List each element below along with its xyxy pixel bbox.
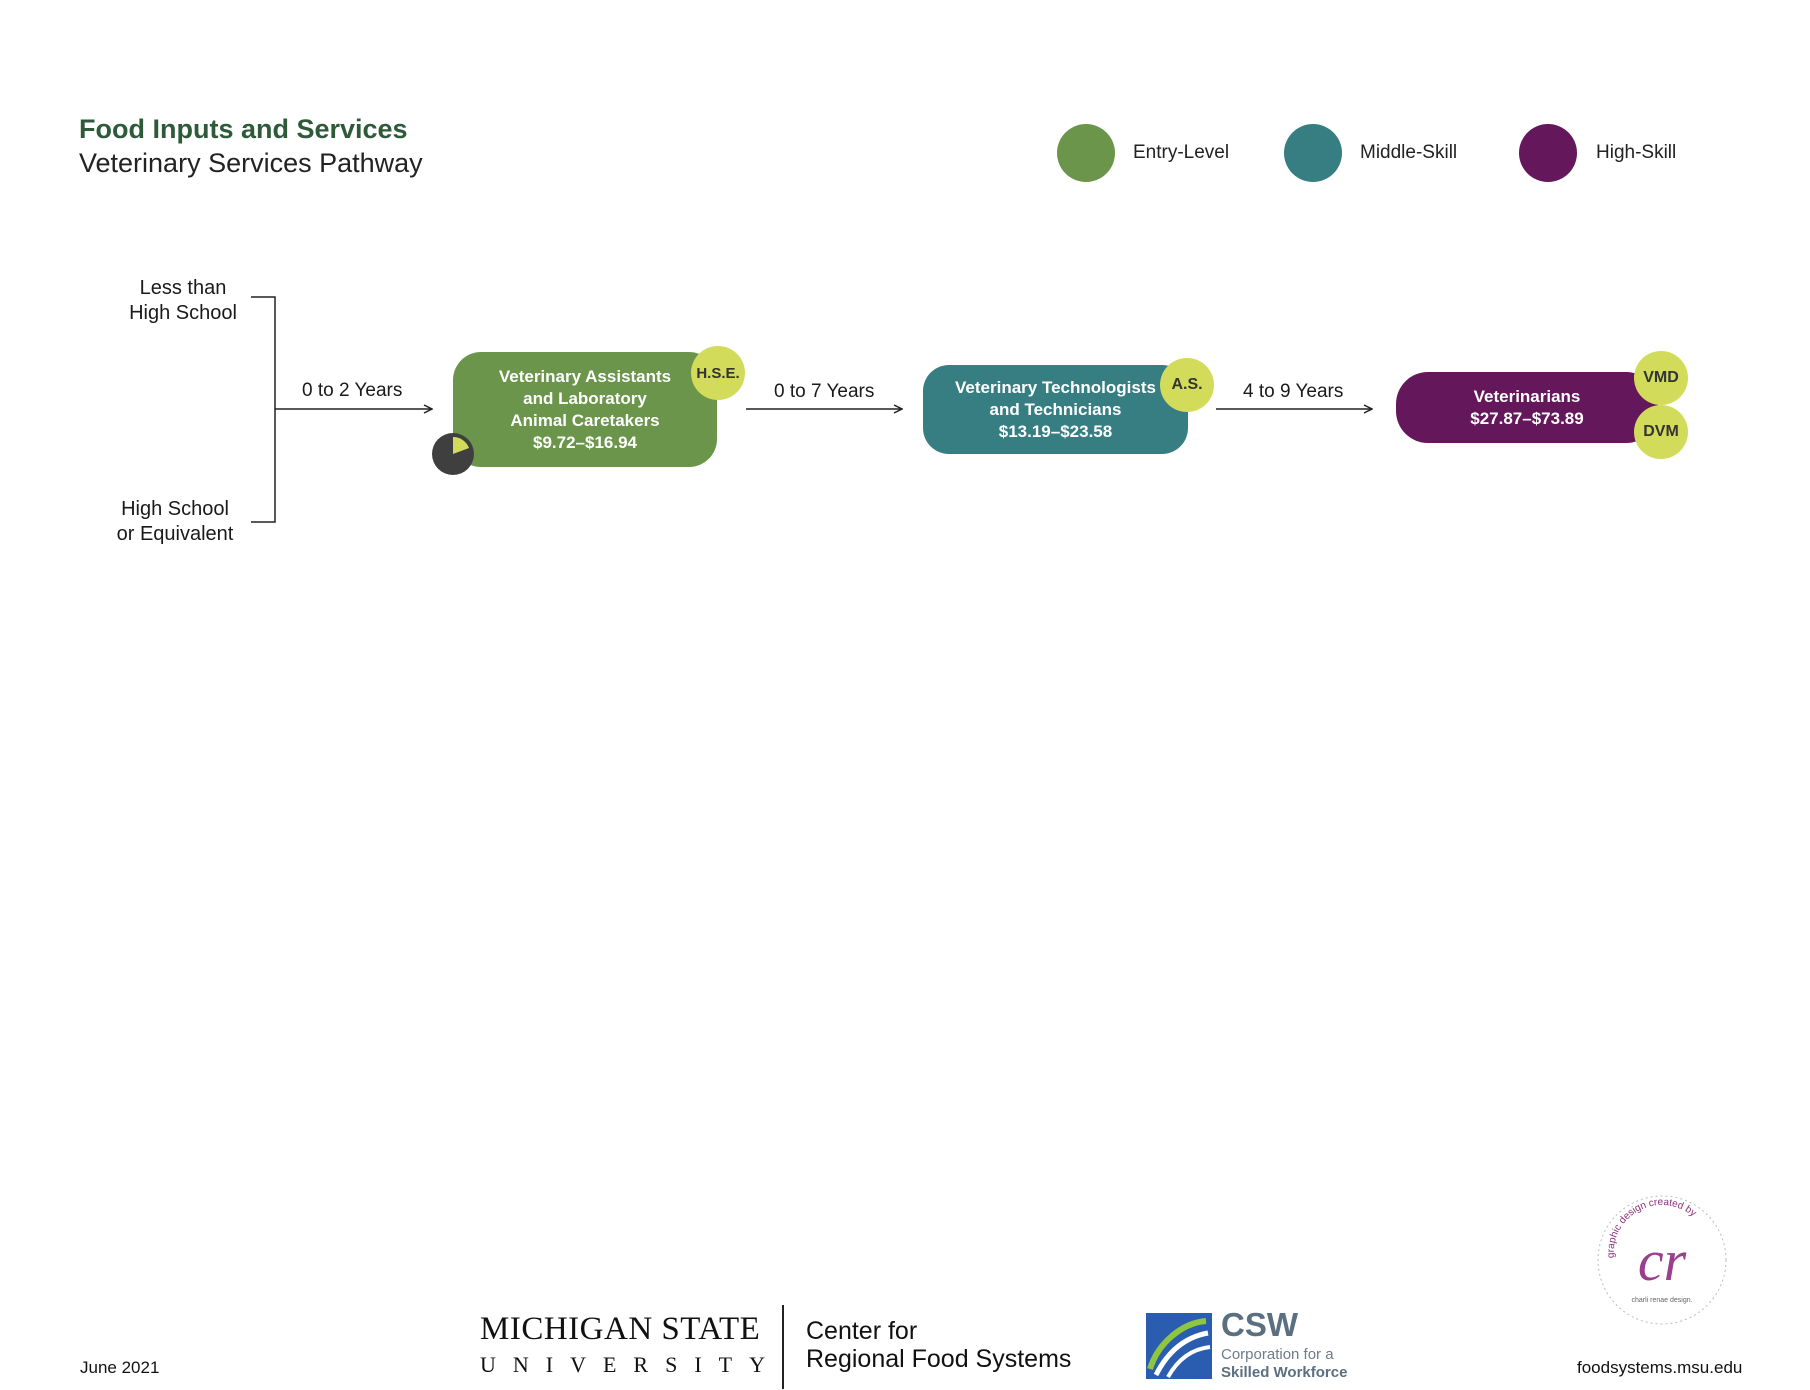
legend-dot-high — [1519, 124, 1577, 182]
footer-date: June 2021 — [80, 1358, 160, 1377]
legend-label-middle: Middle-Skill — [1360, 142, 1458, 163]
legend-label-entry: Entry-Level — [1133, 142, 1230, 163]
credential-badge-as: A.S. — [1160, 358, 1214, 412]
duration-label-1: 0 to 2 Years — [302, 380, 403, 401]
education-less-than-hs: Less than High School — [129, 277, 237, 324]
msu-wordmark-line1: MICHIGAN STATE — [480, 1311, 761, 1347]
designer-seal-logo: graphic design created by cr charli rena… — [1597, 1195, 1727, 1325]
credential-badge-dvm: DVM — [1634, 405, 1688, 459]
education-hs-equivalent: High School or Equivalent — [116, 498, 234, 545]
csw-line2: Skilled Workforce — [1221, 1364, 1348, 1381]
svg-text:cr: cr — [1638, 1228, 1687, 1293]
credential-badge-hse: H.S.E. — [691, 346, 745, 400]
job-box-vet-technologists: Veterinary Technologists and Technicians… — [923, 365, 1188, 454]
duration-label-3: 4 to 9 Years — [1243, 381, 1344, 402]
legend-label-high: High-Skill — [1596, 142, 1677, 163]
page-title: Food Inputs and Services — [79, 114, 408, 144]
education-bracket — [251, 296, 276, 523]
legend-dot-entry — [1057, 124, 1115, 182]
legend-dot-middle — [1284, 124, 1342, 182]
pathway-connectors — [251, 296, 1810, 523]
csw-acronym: CSW — [1221, 1306, 1298, 1343]
duration-label-2: 0 to 7 Years — [774, 381, 875, 402]
job-box-vet-assistants: Veterinary Assistants and Laboratory Ani… — [453, 352, 717, 467]
csw-line1: Corporation for a — [1221, 1346, 1334, 1363]
csw-logo-icon — [1146, 1313, 1212, 1379]
training-pie-icon — [432, 433, 474, 475]
svg-text:charli renae design.: charli renae design. — [1631, 1297, 1692, 1304]
page-subtitle: Veterinary Services Pathway — [79, 148, 423, 178]
footer-url: foodsystems.msu.edu — [1577, 1358, 1743, 1377]
job-box-veterinarians: Veterinarians $27.87–$73.89 — [1396, 372, 1658, 443]
footer-divider — [782, 1305, 784, 1389]
crfs-name: Center for Regional Food Systems — [806, 1317, 1072, 1373]
msu-wordmark-line2: UNIVERSITY — [480, 1352, 782, 1377]
credential-badge-vmd: VMD — [1634, 351, 1688, 405]
